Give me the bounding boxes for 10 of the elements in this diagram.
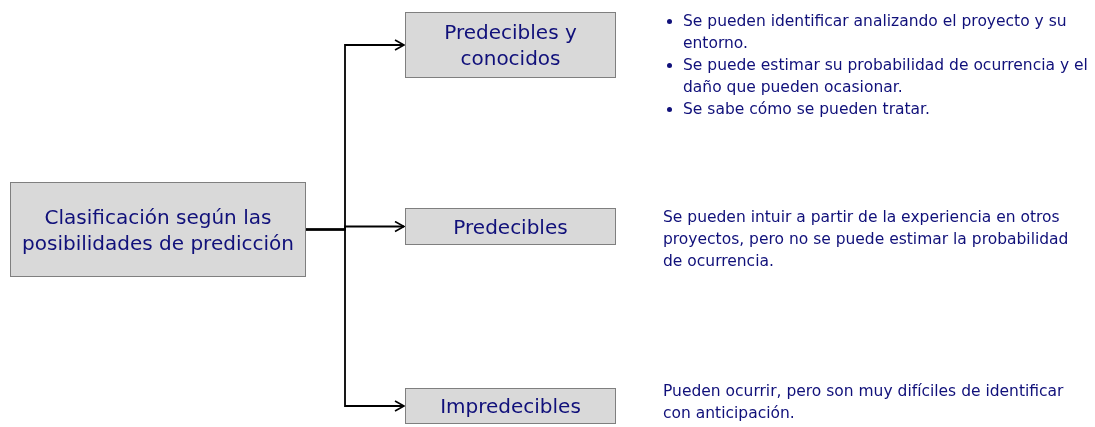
description-text: Se puede estimar su probabilidad de ocurrencia y el daño que pueden ocasionar. <box>683 56 1088 96</box>
arrow <box>305 228 405 412</box>
category-box: Impredecibles <box>405 388 616 424</box>
description-text: Se pueden intuir a partir de la experiencia en otros proyectos, pero no se puede estimar la probabilidad de ocurrencia. <box>663 208 1069 270</box>
category-box: Predecibles <box>405 208 616 245</box>
description-text: Se pueden identificar analizando el proyecto y su entorno. <box>683 12 1067 52</box>
description-text: Se sabe cómo se pueden tratar. <box>683 100 930 118</box>
category-box: Clasificación según las posibilidades de predicción <box>10 182 306 277</box>
category-box: Predecibles y conocidos <box>405 12 616 78</box>
description-text: Pueden ocurrir, pero son muy difíciles de identificar con anticipación. <box>663 382 1064 422</box>
